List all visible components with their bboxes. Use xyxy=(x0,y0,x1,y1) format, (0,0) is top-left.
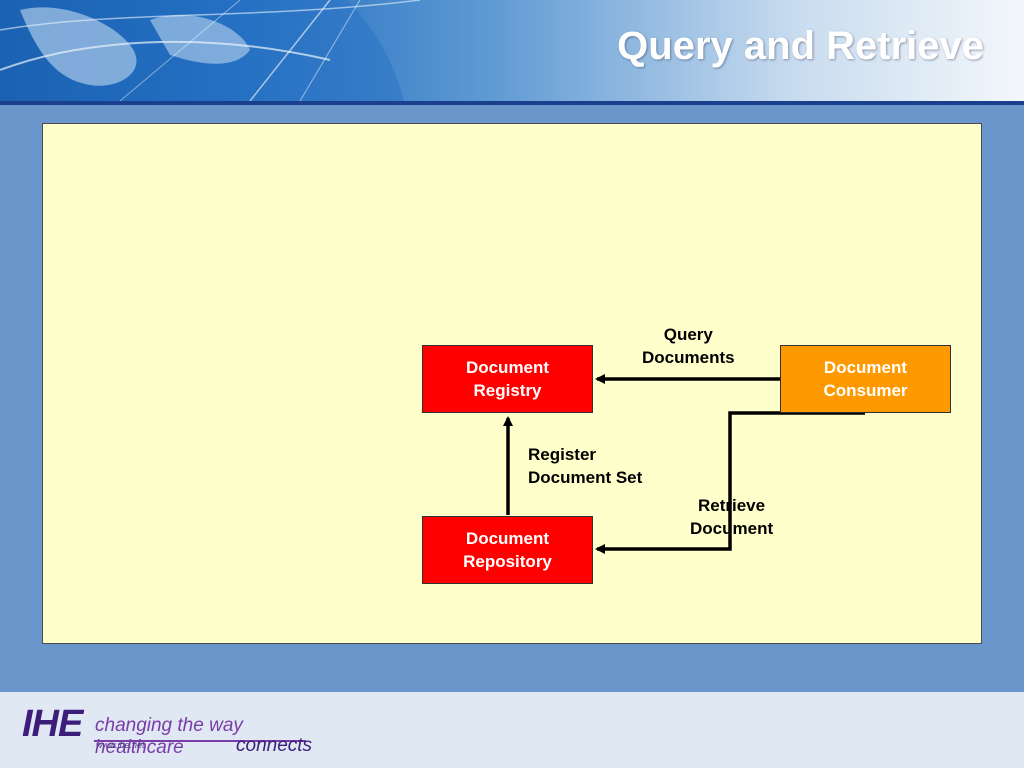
document-repository-label: Document Repository xyxy=(463,529,552,571)
retrieve-document-label: Retrieve Document xyxy=(690,496,774,538)
document-repository-box: Document Repository xyxy=(422,516,593,584)
document-registry-label: Document Registry xyxy=(465,358,550,400)
document-registry-box: Document Registry xyxy=(422,345,593,413)
header-divider xyxy=(0,101,1024,105)
register-document-set-label: Register Document Set xyxy=(528,445,643,487)
ihe-logo-mark: IHE xyxy=(22,703,83,745)
query-documents-label: Query Documents xyxy=(642,325,735,367)
document-consumer-label: Document Consumer xyxy=(823,358,908,400)
retrieve-arrow xyxy=(595,411,865,554)
footer-bar xyxy=(0,692,1024,768)
slide-title: Query and Retrieve xyxy=(617,24,984,68)
ihe-logo: IHE changing the way healthcare www.ihe.… xyxy=(22,697,322,761)
logo-connects: connects xyxy=(236,735,313,756)
logo-tagline: changing the way healthcare xyxy=(95,715,243,758)
globe-graphic xyxy=(0,0,421,101)
document-consumer-box: Document Consumer xyxy=(780,345,951,413)
logo-url: www.ihe.net xyxy=(96,740,145,750)
header-banner: Query and Retrieve xyxy=(0,0,1024,101)
logo-underline xyxy=(94,740,306,742)
